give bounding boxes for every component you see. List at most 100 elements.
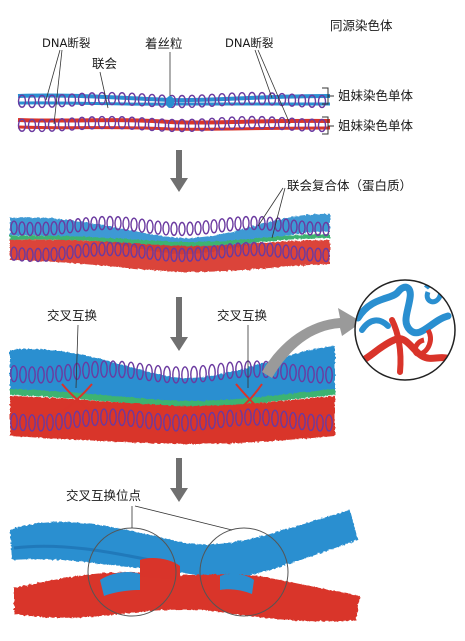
coil-loop — [118, 408, 126, 427]
coil-loop — [227, 116, 237, 130]
coil-loop — [147, 117, 157, 132]
coil-loop — [208, 363, 216, 382]
coil-loop — [91, 408, 99, 427]
coil-loop — [154, 220, 162, 235]
coil-loop — [218, 244, 226, 259]
coil-loop — [178, 221, 186, 237]
crossover-x-left — [61, 383, 93, 413]
coil-loop — [266, 242, 274, 257]
coil-loop — [46, 365, 54, 384]
coil-loop — [28, 414, 36, 432]
chiasma-circle-right — [199, 527, 289, 617]
coil-loop — [50, 246, 58, 262]
coil-loop — [190, 365, 198, 384]
coil-loop — [298, 246, 306, 261]
coil-loop — [19, 365, 27, 384]
stage1-chromosomes — [17, 49, 334, 135]
coil-loop — [67, 93, 77, 107]
coil-loop — [274, 217, 282, 232]
coil-loop — [145, 363, 153, 382]
coil-loop — [271, 409, 279, 427]
coil-loop — [58, 220, 66, 235]
coil-loop — [297, 118, 307, 132]
coil-loop — [178, 247, 186, 263]
coil-loop — [64, 411, 72, 430]
coil-loop — [244, 408, 252, 426]
coil-loop — [298, 412, 306, 431]
coil-loop — [87, 92, 97, 106]
coil-loop — [172, 414, 180, 432]
coil-loop — [280, 362, 288, 381]
coil-loop — [250, 241, 258, 257]
coil-loop — [202, 246, 210, 261]
coil-loop — [137, 93, 147, 107]
coil-loop — [114, 216, 122, 231]
coil-loop — [277, 116, 287, 131]
coil-loop — [162, 221, 170, 236]
coil-loop — [258, 216, 266, 231]
coil-loop — [181, 366, 189, 384]
blue-crossover-segment-right — [220, 573, 254, 594]
coil-loop — [34, 221, 42, 237]
coil-loop — [316, 366, 324, 384]
coil-loop — [58, 246, 66, 261]
coil-loop — [186, 221, 194, 236]
coil-loop — [10, 365, 18, 383]
label-sister-chromatid-top: 姐妹染色单体 — [338, 88, 414, 103]
coil-loop — [37, 118, 47, 133]
coil-loop — [157, 94, 167, 108]
label-crossover-right: 交叉互换 — [217, 308, 268, 323]
coil-loop — [199, 364, 207, 383]
coil-loop — [207, 117, 217, 132]
coil-loop — [10, 413, 18, 431]
coil-loop — [282, 218, 290, 233]
coil-loop — [109, 408, 117, 426]
coil-loop — [307, 94, 317, 108]
coil-loop — [163, 365, 171, 384]
coil-loop — [122, 242, 130, 258]
coil-loop — [91, 360, 99, 379]
coil-loop — [322, 247, 330, 263]
coil-loop — [67, 117, 77, 131]
coil-loop — [290, 245, 298, 260]
coil-loop — [100, 360, 108, 378]
coil-loop — [217, 116, 227, 131]
coil-loop — [190, 413, 198, 432]
coil-loop — [55, 364, 63, 383]
coil-loop — [258, 242, 266, 257]
coil-loop — [122, 216, 130, 232]
stage3-crossover — [9, 308, 362, 444]
coil-loop — [226, 217, 234, 232]
coil-loop — [154, 246, 162, 261]
label-synaptonemal-complex: 联会复合体（蛋白质） — [287, 178, 413, 193]
coil-loop — [127, 92, 137, 106]
coil-loop — [117, 116, 127, 130]
coil-loop — [267, 116, 277, 130]
coil-loop — [177, 118, 187, 133]
coil-loop — [172, 366, 180, 384]
coil-loop — [18, 221, 26, 236]
coil-loop — [194, 246, 202, 262]
coil-loop — [82, 217, 90, 232]
coil-loop — [127, 361, 135, 380]
coil-loop — [114, 242, 122, 257]
coil-loop — [218, 218, 226, 233]
cohesin-coils — [10, 215, 330, 263]
blue-condensed-chromosome — [10, 510, 358, 579]
coil-loop — [146, 245, 154, 260]
coil-loop — [42, 247, 50, 262]
coil-loop — [257, 115, 267, 130]
coil-loop — [130, 243, 138, 258]
coil-loop — [37, 94, 47, 109]
coil-loop — [307, 365, 315, 384]
process-arrows — [170, 150, 188, 502]
stage4-chiasma — [10, 505, 360, 622]
bracket-bottom — [322, 116, 334, 135]
coil-loop — [242, 241, 250, 257]
coil-loop — [282, 244, 290, 259]
coil-loop — [147, 93, 157, 108]
coil-loop — [186, 247, 194, 262]
stage2-synaptonemal — [9, 187, 331, 272]
